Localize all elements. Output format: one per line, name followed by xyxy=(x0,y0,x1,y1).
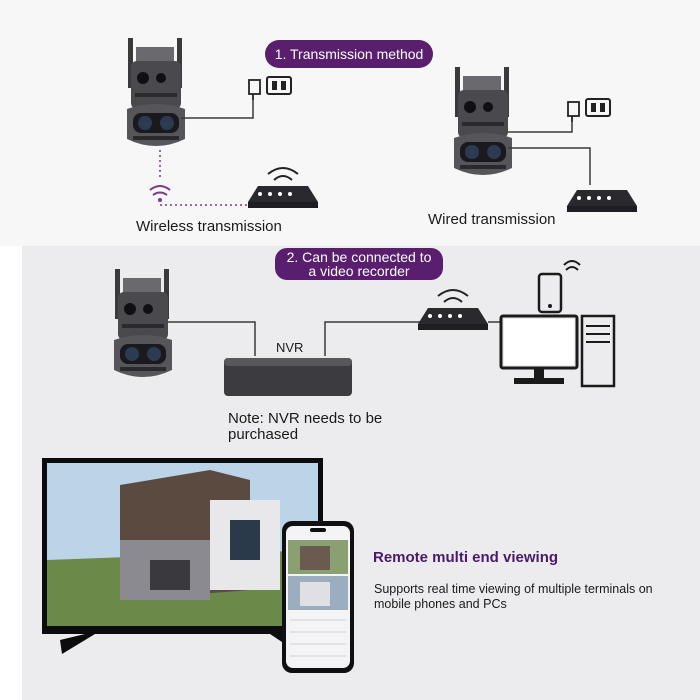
wireless-transmission-label: Wireless transmission xyxy=(136,218,282,235)
remote-viewing-description-line1: Supports real time viewing of multiple t… xyxy=(374,582,653,596)
power-adapter-wireless xyxy=(248,76,292,101)
nvr-note-line2: purchased xyxy=(228,426,299,443)
video-recorder-pill: 2. Can be connected to a video recorder xyxy=(275,248,443,280)
camera-wired xyxy=(454,67,512,175)
video-recorder-pill-line1: 2. Can be connected to xyxy=(286,249,432,265)
remote-viewing-description: Supports real time viewing of multiple t… xyxy=(374,582,653,612)
phone-app-screen xyxy=(282,521,354,673)
desktop-pc xyxy=(499,314,616,388)
wifi-icon xyxy=(149,185,171,202)
router-wired xyxy=(567,190,637,212)
nvr-box xyxy=(224,358,352,396)
router-nvr xyxy=(418,289,488,330)
camera-wireless xyxy=(127,38,185,146)
smartphone-icon xyxy=(537,260,581,314)
tv-monitor xyxy=(42,458,323,654)
nvr-label: NVR xyxy=(276,340,304,355)
remote-viewing-heading: Remote multi end viewing xyxy=(373,549,559,566)
wired-transmission-label: Wired transmission xyxy=(428,211,556,228)
camera-nvr xyxy=(114,269,172,377)
transmission-method-pill: 1. Transmission method xyxy=(265,40,433,68)
video-recorder-pill-line2: a video recorder xyxy=(308,263,410,279)
nvr-note-line1: Note: NVR needs to be xyxy=(228,410,383,427)
power-adapter-wired xyxy=(567,98,611,123)
nvr-note: Note: NVR needs to be purchased xyxy=(228,411,382,443)
router-wireless xyxy=(248,167,318,208)
remote-viewing-description-line2: mobile phones and PCs xyxy=(374,597,507,611)
